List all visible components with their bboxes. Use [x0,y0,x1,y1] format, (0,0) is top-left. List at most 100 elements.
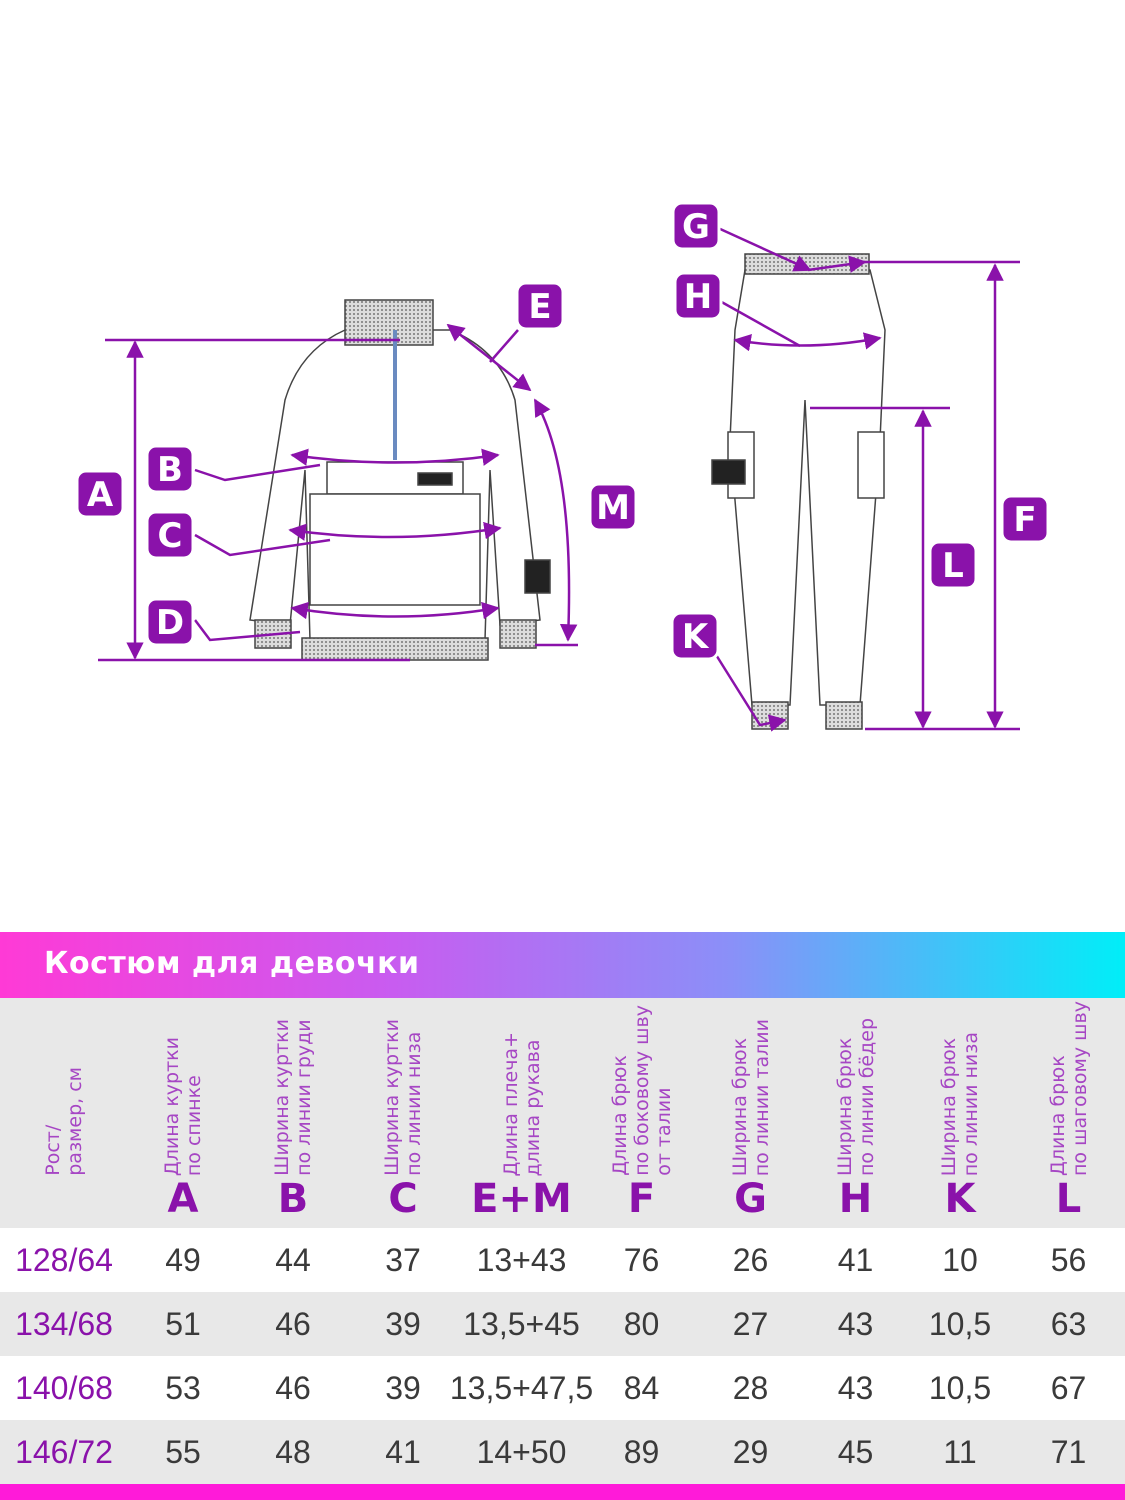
measurement-cell: 55 [165,1433,201,1470]
column-header-text: Ширина куртки по линии низа [381,1019,425,1176]
column-header-text: Длина плеча+ длина рукава [499,1031,544,1177]
badge-h: H [673,271,723,321]
column-letter: B [277,1176,309,1222]
pants-drawing [711,253,886,730]
measurement-cell: 14+50 [476,1433,567,1470]
jacket-drawing [249,299,551,661]
table-title-bar: Костюм для девочки [0,932,1125,998]
column-header-text: Ширина брюк по линии талии [728,1018,773,1176]
column-letter: H [838,1176,873,1222]
column-header: Рост/ размер, см [0,998,128,1228]
svg-text:L: L [942,546,964,586]
measurement-cell: 10,5 [928,1369,992,1406]
size-cell: 134/68 [15,1305,113,1342]
measurement-cell: 76 [623,1241,660,1278]
badge-c: C [145,510,195,560]
measurement-cell: 13,5+47,5 [449,1369,594,1406]
measurement-cell: 45 [837,1433,874,1470]
badge-l: L [928,540,978,590]
jacket-measure-lines [98,323,578,662]
bottom-accent-strip [0,1484,1125,1500]
measurement-cell: 29 [732,1433,769,1470]
measurement-cell: 43 [837,1305,874,1342]
size-cell: 140/68 [15,1369,113,1406]
column-header-text: Рост/ размер, см [42,1067,86,1176]
measurement-cell: 41 [385,1433,421,1470]
column-letter: L [1055,1176,1082,1222]
svg-text:E: E [528,287,551,327]
measurement-cell: 46 [275,1305,311,1342]
table-title: Костюм для девочки [44,946,420,981]
svg-text:A: A [87,475,114,515]
measurement-cell: 43 [837,1369,874,1406]
svg-text:H: H [684,277,712,317]
badge-g: G [671,201,721,251]
badge-b: B [145,444,195,494]
badge-a: A [75,469,125,519]
measurement-cell: 53 [165,1369,201,1406]
column-header-text: Длина брюк по шаговому шву [1046,1001,1091,1176]
svg-text:D: D [156,603,184,643]
badge-e: E [515,281,565,331]
measurement-cell: 11 [943,1433,977,1470]
column-letter: A [167,1176,199,1222]
badge-k: K [670,611,720,661]
column-letter: E+M [471,1176,572,1222]
column-letter: K [944,1176,976,1222]
pants-measure-lines [711,226,1020,732]
measurement-cell: 13,5+45 [463,1305,580,1342]
column-letter: C [388,1176,418,1222]
badge-d: D [145,597,195,647]
column-header-text: Длина брюк по боковому шву от талии [608,1005,675,1176]
measurement-cell: 26 [732,1241,769,1278]
measurement-cell: 49 [165,1241,201,1278]
svg-text:F: F [1013,500,1036,540]
measurement-cell: 10,5 [928,1305,992,1342]
measurement-cell: 44 [275,1241,311,1278]
size-cell: 146/72 [15,1433,113,1470]
measurement-cell: 56 [1050,1241,1087,1278]
measurement-cell: 51 [165,1305,201,1342]
measurement-cell: 39 [385,1305,421,1342]
measurement-cell: 46 [275,1369,311,1406]
measurement-cell: 37 [385,1241,421,1278]
size-cell: 128/64 [15,1241,113,1278]
svg-text:B: B [157,450,183,490]
table-row: 128/64 49 44 37 13+43 76 26 41 10 56 [0,1228,1125,1292]
size-diagram: A B C D E M G H K L F [75,201,1050,732]
column-header-text: Ширина брюк по линии низа [938,1031,982,1176]
measurement-cell: 67 [1050,1369,1087,1406]
svg-text:K: K [682,617,710,657]
measurement-cell: 13+43 [476,1241,567,1278]
badge-m: M [588,482,638,532]
column-letter: G [734,1176,767,1222]
measurement-cell: 41 [837,1241,874,1278]
measurement-cell: 80 [623,1305,660,1342]
measurement-cell: 39 [385,1369,421,1406]
measurement-cell: 89 [623,1433,660,1470]
badge-f: F [1000,494,1050,544]
measurement-cell: 28 [732,1369,769,1406]
svg-text:G: G [682,207,710,247]
column-letter: F [627,1176,656,1222]
column-header-text: Ширина брюк по линии бёдер [833,1017,878,1176]
svg-text:M: M [596,488,630,528]
svg-text:C: C [158,516,183,556]
measurement-cell: 10 [942,1241,978,1278]
column-header-text: Ширина куртки по линии груди [271,1019,315,1176]
measurement-cell: 63 [1050,1305,1087,1342]
column-header-text: Длина куртки по спинке [161,1036,205,1176]
